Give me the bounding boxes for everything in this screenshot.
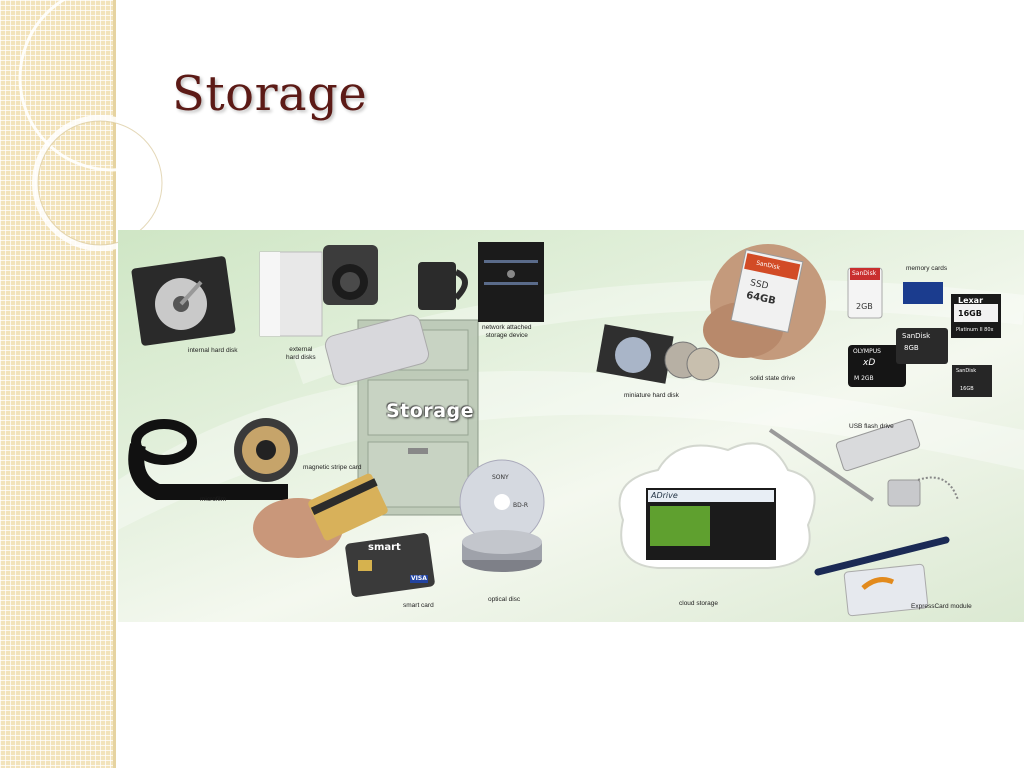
lexar-brand-text: Lexar: [958, 296, 984, 305]
microsd-brand-text: SanDisk: [902, 332, 931, 340]
decorative-side-strip: [0, 0, 113, 768]
label-external-line2: hard disks: [286, 354, 316, 361]
lexar-sub-text: Platinum II 80x: [956, 327, 994, 333]
disc-brand-text: SONY: [492, 474, 509, 481]
infographic-artwork: [118, 242, 1024, 617]
xd-brand-text: OLYMPUS: [853, 348, 881, 355]
cloud-site-text: ADrive: [651, 491, 678, 500]
label-external-hard-disks: external hard disks: [286, 346, 316, 362]
label-solid-state-drive: solid state drive: [750, 375, 796, 382]
lexar-capacity-text: 16GB: [958, 309, 982, 318]
magnetic-stripe-card-image: [253, 473, 388, 558]
label-optical-disc: optical disc: [488, 596, 521, 603]
mug-image: [418, 262, 468, 310]
label-smart-card: smart card: [403, 602, 434, 609]
label-nas-line2: storage device: [485, 332, 528, 339]
miniature-hard-disk-image: [596, 324, 720, 384]
expresscard-image: [814, 536, 950, 617]
label-magnetic-stripe-card: magnetic stripe card: [303, 464, 362, 471]
label-nas-line1: network attached: [482, 324, 532, 331]
internal-hard-disk-image: [131, 256, 236, 346]
label-miniature-hard-disk: miniature hard disk: [624, 392, 679, 399]
smart-card-image: [345, 533, 435, 597]
microsd-capacity-text: 8GB: [904, 344, 919, 352]
storage-infographic: Storage internal hard disk external hard…: [118, 230, 1024, 622]
solid-state-drive-image: [703, 244, 826, 360]
optical-disc-image: [459, 459, 545, 572]
cloud-storage-image: [618, 442, 816, 569]
smart-card-network-text: VISA: [411, 575, 427, 582]
label-internal-hard-disk: internal hard disk: [188, 347, 238, 354]
label-network-attached-storage: network attached storage device: [482, 324, 532, 340]
label-expresscard-module: ExpressCard module: [911, 603, 972, 610]
label-cloud-storage: cloud storage: [679, 600, 719, 607]
network-storage-image: [478, 242, 544, 322]
decorative-circles: [18, 0, 200, 251]
xd-capacity-text: M 2GB: [854, 375, 874, 382]
slide-title: Storage: [172, 66, 368, 122]
label-microfilm: microfilm: [200, 496, 226, 503]
small-card-brand-text: SanDisk: [956, 368, 977, 374]
xd-type-text: xD: [863, 358, 876, 368]
external-hard-disks-image: [259, 245, 430, 385]
sd-capacity-text: 2GB: [856, 302, 873, 311]
label-usb-flash-drive: USB flash drive: [849, 423, 894, 430]
label-memory-cards: memory cards: [906, 265, 948, 272]
microfilm-image: [128, 418, 298, 500]
smart-card-brand-text: smart: [368, 542, 401, 553]
side-strip-edge: [113, 0, 116, 768]
label-external-line1: external: [289, 346, 313, 353]
infographic-center-title: Storage: [386, 400, 474, 422]
sd-brand-text: SanDisk: [852, 270, 877, 277]
usb-flash-drive-image: [768, 418, 959, 507]
small-card-capacity-text: 16GB: [960, 386, 974, 392]
disc-type-text: BD-R: [513, 502, 529, 509]
memory-cards-image: [847, 267, 1001, 397]
